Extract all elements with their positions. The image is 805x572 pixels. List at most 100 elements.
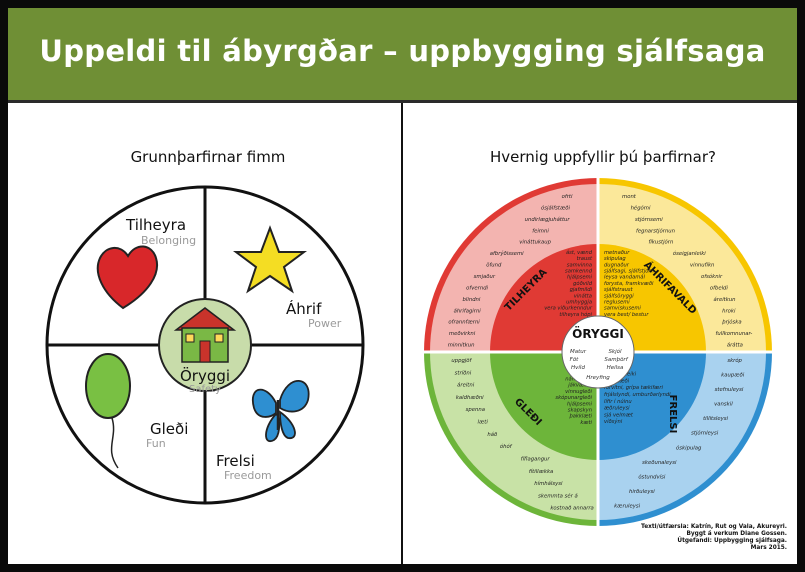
center-divider [401,103,403,564]
inner-word: hjálpsemi [567,274,593,281]
outer-word: stefnuleysi [715,387,744,393]
outer-word: óskipulag [676,444,702,451]
left-subtitle: Grunnþarfirnar fimm [130,148,286,166]
outer-word: áreitkun [714,296,736,303]
house-icon [173,307,237,363]
inner-word: kæti [580,420,592,426]
sector-inner [598,352,706,460]
need-safety-en: Safety [189,384,221,395]
outer-word: fíkustjórn [648,239,673,246]
inner-word: forvitni, grípa tækifæri [604,384,663,391]
inner-word: traust [577,256,593,262]
credit-line: Byggt á verkum Diane Gossen. [686,531,787,537]
credit-line: Útgefandi: Uppbygging sjálfsaga. [677,538,787,544]
sector-inner [490,244,598,352]
inner-word: vinnugleði [565,389,592,395]
inner-word: umhyggja [566,299,592,305]
core-item: Hreyfing [586,375,610,381]
inner-word: sjálfstraust [604,286,634,293]
outer-word: læti [478,420,489,426]
outer-word: skeðunaleysi [642,460,677,466]
outer-word: óstundvísi [638,473,666,480]
title-banner: Uppeldi til ábyrgðar – uppbygging sjálfs… [8,8,797,103]
inner-word: reglusemi [604,299,630,305]
outer-word: meðvirkni [449,331,476,337]
inner-word: samvinna [567,262,592,268]
need-freedom-label: Frelsi [216,452,255,470]
core-label: ÖRYGGI [572,326,624,341]
inner-word: samviskusemi [604,306,641,312]
core-item: Föt [570,357,580,363]
inner-word: æðruleysi [604,406,630,412]
credits: Texti/útfærsla: Katrín, Rut og Vala, Aku… [627,524,787,552]
right-subtitle: Hvernig uppfyllir þú þarfirnar? [490,148,716,166]
outer-word: hímhálsysi [534,480,563,487]
inner-word: vinátta [574,292,592,299]
credit-line: Texti/útfærsla: Katrín, Rut og Vala, Aku… [641,524,787,530]
outer-word: ofverndi [466,285,488,291]
outer-word: mont [622,194,637,200]
inner-word: víðsýni [604,418,623,425]
inner-word: jákvæðni [567,382,592,389]
inner-word: skópunargleði [555,394,592,401]
sector-inner [490,352,598,460]
inner-word: sjálfsöryggi [604,292,634,299]
need-fun-en: Fun [146,437,166,450]
outer-word: ósjálfstæði [541,204,570,211]
outer-word: áreitni [457,382,475,389]
outer-word: vanskil [714,402,733,408]
outer-word: kaupæði [721,373,745,379]
inner-word: forysta, framkvæði [604,281,654,287]
outer-word: kaldhæðni [456,395,484,401]
outer-word: minnitkun [448,343,475,349]
inner-word: vera best/ bestur [604,312,649,318]
inner-word: sjálfsagi, sjálfstjórn [604,268,654,275]
inner-word: samkennd [565,269,593,275]
outer-word: blindni [463,297,481,303]
outer-word: kostnað annarra [550,506,593,512]
star-icon [233,225,307,294]
need-freedom-en: Freedom [224,469,272,482]
outer-word: vinnufíkn [690,262,714,269]
outer-word: áhrifagirni [454,307,482,314]
outer-word: tillitsleysi [703,416,728,422]
inner-word: gjafmildi [570,287,593,293]
inner-word: þakklæti [568,414,592,420]
outer-word: hroki [722,308,736,314]
outer-word: hirðuleysi [629,489,655,495]
outer-word: spenna [466,407,485,413]
balloon-icon [85,353,131,419]
outer-word: háð [487,431,498,438]
outer-word: skróp [727,357,742,364]
inner-word: frjálslyndi, umburðarlyndi [604,391,671,398]
inner-word: sjá velmæt [604,411,634,418]
poster: Uppeldi til ábyrgðar – uppbygging sjálfs… [8,8,797,564]
outer-word: skemmta sér á [538,492,578,499]
inner-word: lífir í núinu [604,398,632,405]
needs-wheel: Öryggi Safety Tilheyra Belonging Áhrif P… [45,185,365,505]
core-item: Samþörf [604,357,628,363]
outer-word: vináttukaup [519,239,551,246]
inner-word: skipulag [604,256,626,262]
outer-word: óhóf [500,443,513,450]
need-fun-label: Gleði [150,420,188,438]
outer-word: feimni [532,228,549,234]
inner-word: vera viðurkenndur [544,306,593,312]
balloon-string [110,417,119,469]
inner-word: ást, vænd [566,249,593,256]
outer-word: ofrannfærni [448,320,480,326]
outer-word: fítillækka [529,468,553,475]
inner-word: góðvild [573,280,593,287]
inner-word: metnaður [604,250,630,256]
outer-word: árátta [727,342,743,349]
outer-word: uppgjöf [451,358,472,364]
need-power-en: Power [308,317,342,330]
outer-word: ofsóknir [701,273,723,280]
need-belong-en: Belonging [141,234,196,247]
outer-word: óseigjanleiki [673,250,706,257]
need-safety-label: Öryggi [180,366,230,385]
inner-word: leysa vandamál [604,274,645,281]
outer-word: ofbeldi [710,285,729,291]
inner-word: hjálpsemi [567,400,593,407]
outer-word: hégómi [631,204,651,211]
